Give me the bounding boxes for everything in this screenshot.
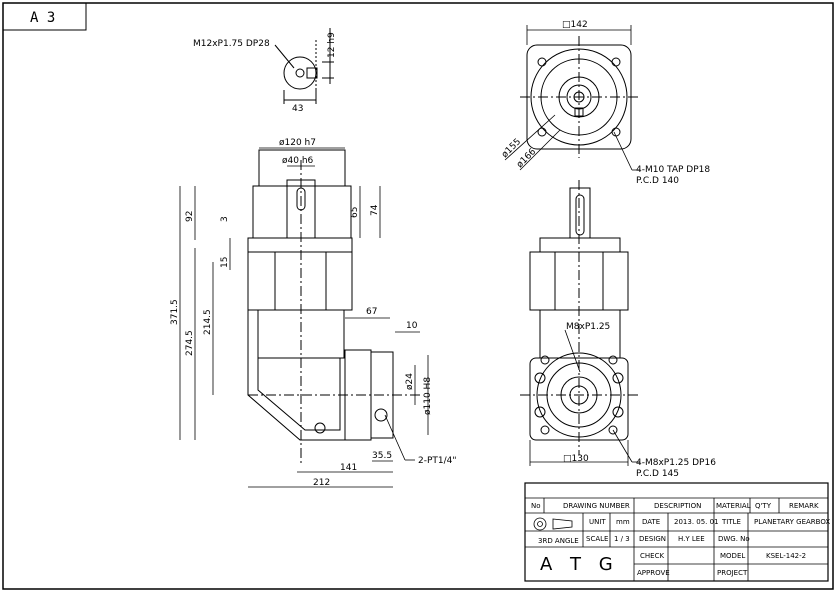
top-view <box>520 36 640 158</box>
tb-scale-label: SCALE <box>586 535 608 543</box>
h-15: 15 <box>220 257 230 268</box>
tb-design-label: DESIGN <box>639 535 666 543</box>
tb-check-label: CHECK <box>640 552 664 560</box>
tb-angle: 3RD ANGLE <box>538 537 579 545</box>
front-tap-note-1: 4-M8xP1.25 DP16 <box>636 458 716 468</box>
shaft-end-detail <box>274 28 334 104</box>
tb-title-label: TITLE <box>721 518 741 526</box>
h-65: 65 <box>350 207 360 218</box>
top-view-dimensions <box>504 25 640 171</box>
d-flange-pilot: ø120 h7 <box>279 138 316 148</box>
tb-model-label: MODEL <box>720 552 745 560</box>
top-d155: ø155 <box>500 137 523 160</box>
tb-project-label: PROJECT <box>717 569 748 577</box>
d-110: ø110 H8 <box>423 377 433 415</box>
top-tap-note-1: 4-M10 TAP DP18 <box>636 165 710 175</box>
sheet-size-box <box>2 2 87 31</box>
tb-date-label: DATE <box>642 518 660 526</box>
w-10: 10 <box>406 321 418 331</box>
front-square: □130 <box>563 454 589 464</box>
w-141: 141 <box>340 463 357 473</box>
front-thread: M8xP1.25 <box>566 322 610 332</box>
side-view-dimensions <box>179 147 429 488</box>
tb-remark: REMARK <box>789 502 819 510</box>
side-view <box>247 149 420 465</box>
shaft-width-label: 43 <box>292 104 303 114</box>
tb-description: DESCRIPTION <box>654 502 701 510</box>
h-371-5: 371.5 <box>170 299 180 325</box>
h-214-5: 214.5 <box>203 309 213 335</box>
tb-design-value: H.Y LEE <box>678 535 705 543</box>
tb-unit-label: UNIT <box>589 518 606 526</box>
tb-date-value: 2013. 05. 01 <box>674 518 719 526</box>
tb-drawing-number: DRAWING NUMBER <box>563 502 630 510</box>
tb-approve-label: APPROVE <box>637 569 670 577</box>
d-24: ø24 <box>405 373 415 390</box>
w-35-5: 35.5 <box>372 451 392 461</box>
key-height-label: 12 h9 <box>327 32 337 58</box>
top-tap-note-2: P.C.D 140 <box>636 176 679 186</box>
port-label: 2-PT1/4" <box>418 456 457 466</box>
tb-no: No <box>531 502 541 510</box>
tb-model-value: KSEL-142-2 <box>766 552 806 560</box>
shaft-thread-label: M12xP1.75 DP28 <box>193 39 270 49</box>
tb-unit-value: mm <box>616 518 630 526</box>
h-74: 74 <box>370 204 380 216</box>
h-3: 3 <box>220 216 230 222</box>
title-block <box>524 482 829 582</box>
top-square: □142 <box>562 20 588 30</box>
d-shaft: ø40 h6 <box>282 156 314 166</box>
top-d166: ø166 <box>515 147 538 170</box>
front-view-dimensions <box>529 329 640 466</box>
front-tap-note-2: P.C.D 145 <box>636 469 679 479</box>
tb-material: MATERIAL <box>716 502 751 510</box>
w-212: 212 <box>313 478 330 488</box>
h-92: 92 <box>185 211 195 222</box>
w-67: 67 <box>366 307 377 317</box>
tb-qty: Q'TY <box>755 502 772 510</box>
tb-logo: A T G <box>540 554 619 575</box>
tb-scale-value: 1 / 3 <box>614 535 630 543</box>
h-274-5: 274.5 <box>185 330 195 356</box>
tb-title-value: PLANETARY GEARBOX <box>754 518 830 526</box>
front-view <box>520 180 640 455</box>
tb-dwg-label: DWG. No <box>718 535 750 543</box>
sheet-size: A 3 <box>30 10 55 26</box>
